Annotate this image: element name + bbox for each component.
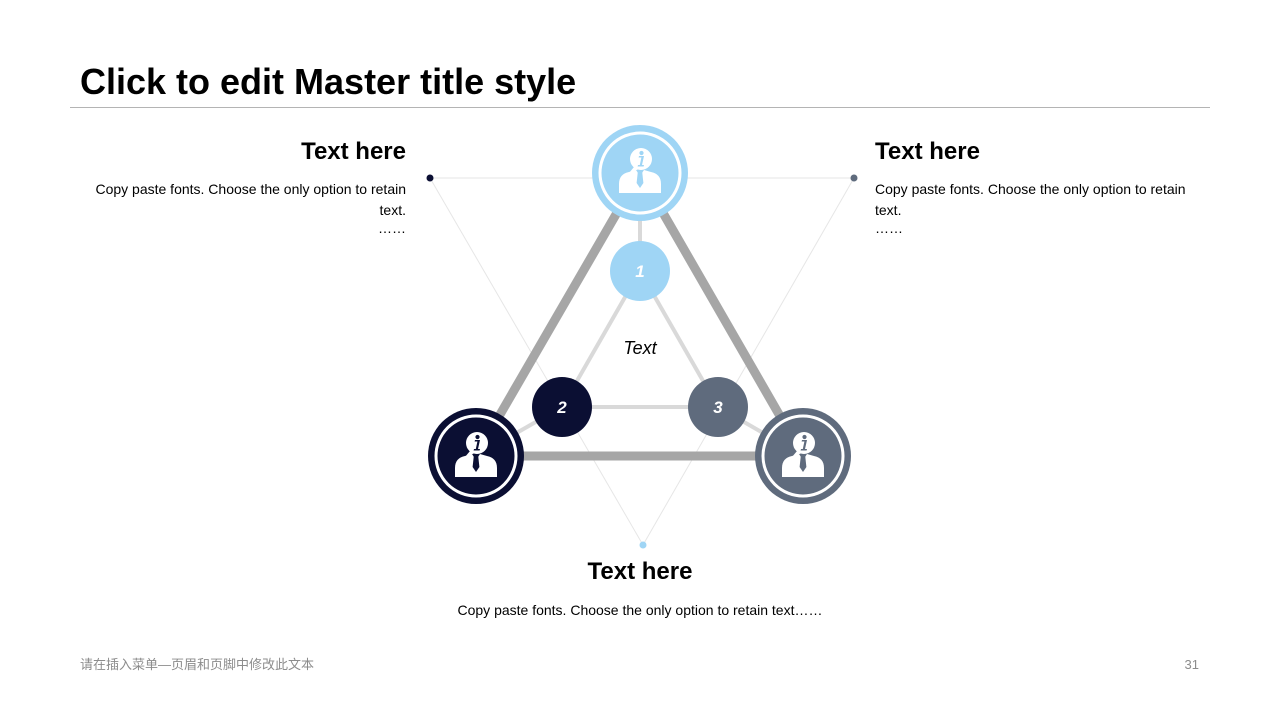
text-block-left-body: Copy paste fonts. Choose the only option… [95,181,406,218]
node-3-circle [688,377,748,437]
node-2-circle [532,377,592,437]
page-number: 31 [1184,657,1199,672]
marker-dot-left [426,174,434,182]
outer-triangle [472,170,807,461]
node-3[interactable]: 3 [688,377,748,437]
text-block-bottom[interactable]: Text here Copy paste fonts. Choose the o… [420,557,860,621]
text-block-left-heading: Text here [301,138,406,165]
text-block-bottom-body: Copy paste fonts. Choose the only option… [457,602,823,618]
text-block-bottom-heading: Text here [587,558,693,585]
text-block-left[interactable]: Text here Copy paste fonts. Choose the o… [78,137,406,235]
text-block-right-body: Copy paste fonts. Choose the only option… [875,181,1186,218]
slide-title[interactable]: Click to edit Master title style [80,61,577,102]
node-1[interactable]: 1 [610,241,670,301]
guide-line-left [429,177,644,546]
person-node-right[interactable] [755,408,851,504]
text-block-right-heading: Text here [875,138,980,165]
text-block-left-ellipsis: …… [378,220,406,236]
center-text[interactable]: Text [623,338,657,358]
marker-dot-bottom [639,541,647,549]
footer-text: 请在插入菜单—页眉和页脚中修改此文本 [80,657,315,672]
node-2-label: 2 [556,398,567,417]
node-1-label: 1 [635,262,644,281]
marker-dot-right [850,174,858,182]
person-node-top[interactable] [592,125,688,221]
title-divider [70,107,1210,108]
node-1-circle [610,241,670,301]
person-node-left[interactable] [428,408,524,504]
node-2[interactable]: 2 [532,377,592,437]
node-3-label: 3 [713,398,723,417]
text-block-right[interactable]: Text here Copy paste fonts. Choose the o… [875,137,1205,235]
text-block-right-ellipsis: …… [875,220,903,236]
